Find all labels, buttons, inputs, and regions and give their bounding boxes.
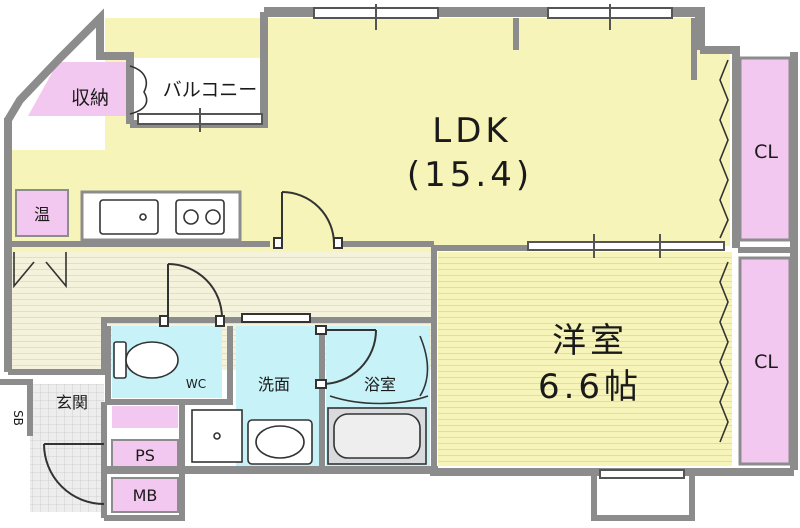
storage-door[interactable] <box>129 65 148 115</box>
closet-doors <box>719 59 729 443</box>
stove <box>175 199 225 235</box>
ldk-door[interactable] <box>273 191 343 249</box>
sink <box>99 199 159 235</box>
toilet-label: WC <box>186 377 206 391</box>
meter-box <box>111 477 179 513</box>
kitchen-counter <box>99 199 225 235</box>
pipe-space <box>111 439 179 471</box>
closet-lower-label: CL <box>754 351 778 373</box>
washroom-door[interactable] <box>241 313 311 323</box>
storage-closet <box>28 62 126 116</box>
entrance-door[interactable] <box>43 443 105 505</box>
ldk-label: LDK <box>432 111 511 151</box>
bathtub <box>327 335 429 465</box>
entrance-label: 玄関 <box>56 393 88 412</box>
windows <box>137 4 725 479</box>
water-heater-cupboard <box>15 189 69 237</box>
washbasin <box>247 419 313 465</box>
bathroom-door[interactable] <box>315 325 377 389</box>
bathroom-label: 浴室 <box>364 375 396 394</box>
shoe-box-label: SB <box>11 410 25 426</box>
toilet-fixture <box>113 341 179 379</box>
balcony-label: バルコニー <box>163 79 258 101</box>
toilet-door[interactable] <box>159 263 225 327</box>
storage-label: 収納 <box>71 87 109 109</box>
western-room-label: 洋室 <box>552 321 628 361</box>
cupboard-doors <box>13 252 67 289</box>
pipe-space-label: PS <box>135 446 155 465</box>
meter-box-label: MB <box>133 486 158 505</box>
western-room-size: 6.6帖 <box>538 367 642 407</box>
washing-machine-pan <box>191 409 243 463</box>
ldk-size: (15.4) <box>407 155 533 195</box>
closet-upper-label: CL <box>754 141 778 163</box>
closet-lower <box>738 256 792 466</box>
western-room-floor <box>438 252 732 466</box>
small-closet <box>112 406 178 428</box>
water-heater-label: 温 <box>34 205 50 224</box>
washroom-label: 洗面 <box>258 375 290 394</box>
